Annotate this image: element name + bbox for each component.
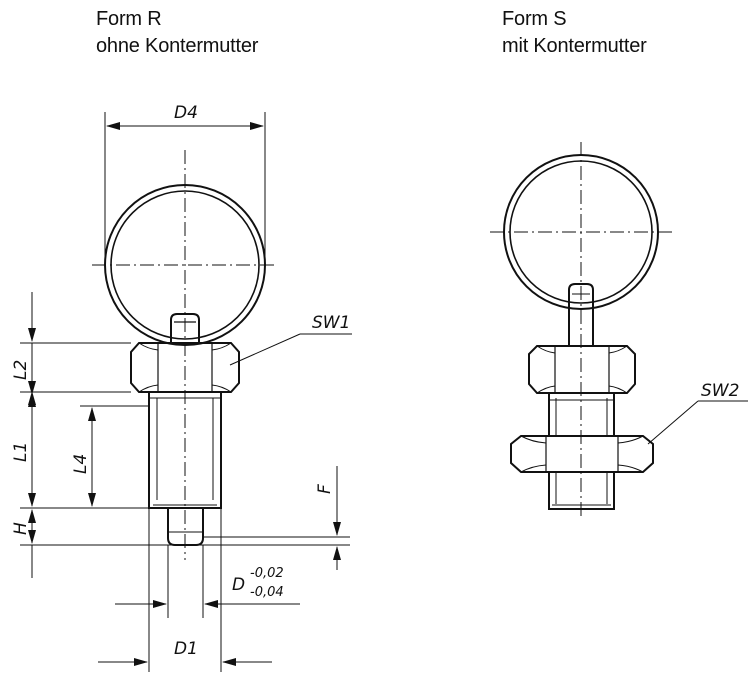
- form-s-lock-nut: [510, 435, 654, 473]
- dim-sw1-label: SW1: [312, 313, 350, 333]
- form-s-drawing: SW2: [490, 142, 748, 520]
- form-r-center-lines: [92, 150, 278, 560]
- dim-sw2-label: SW2: [701, 381, 739, 401]
- form-s-center-lines: [490, 142, 672, 520]
- form-r-extension-lines: [20, 342, 350, 546]
- dim-d: [115, 545, 300, 618]
- dim-l2-label: L2: [11, 360, 31, 380]
- dim-d-label: D: [232, 575, 245, 595]
- dim-f-label: F: [315, 484, 335, 494]
- form-s-caption: Form S mit Kontermutter: [502, 6, 647, 60]
- dim-sw2-leader: [647, 400, 748, 445]
- form-s-title: Form S: [502, 8, 567, 30]
- form-r-subtitle: ohne Kontermutter: [96, 35, 259, 57]
- dim-sw1-leader: [229, 333, 352, 366]
- dim-d1: [98, 508, 272, 672]
- form-r-drawing: D4 SW1 L2 L1: [11, 103, 352, 672]
- form-s-thread-lower: [548, 472, 615, 510]
- form-r-hex-collar: [130, 342, 240, 393]
- form-r-caption: Form R ohne Kontermutter: [96, 6, 258, 60]
- form-s-pin-shaft: [568, 283, 594, 346]
- dim-l4-label: L4: [71, 454, 91, 474]
- form-s-subtitle: mit Kontermutter: [502, 35, 647, 57]
- form-s-thread-upper: [548, 393, 615, 436]
- dim-d4-label: D4: [174, 103, 198, 123]
- dim-d1-label: D1: [174, 639, 198, 659]
- dim-d-tolerance-lower: -0,04: [250, 585, 284, 600]
- form-r-title: Form R: [96, 8, 162, 30]
- dim-l1-label: L1: [11, 442, 31, 462]
- dim-h-label: H: [11, 522, 31, 535]
- form-r-pin-head: [170, 313, 200, 343]
- form-r-thread-body: [148, 392, 222, 509]
- form-s-hex-collar: [528, 345, 636, 394]
- dim-d4: [104, 112, 266, 262]
- dim-d-tolerance-upper: -0,02: [250, 566, 284, 581]
